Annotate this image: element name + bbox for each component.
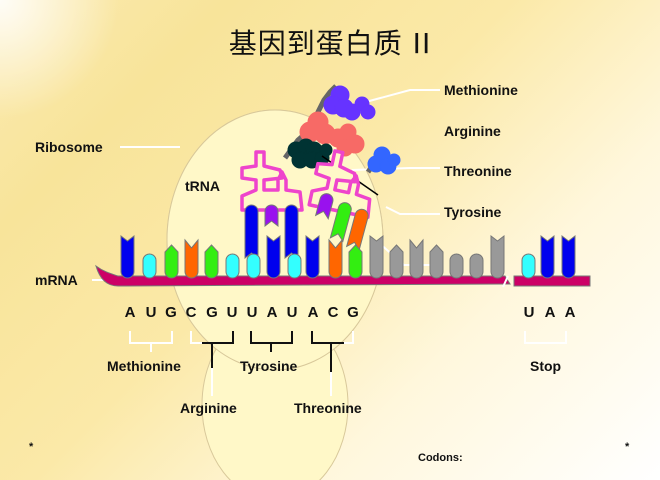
codon-letter: U [227, 304, 238, 321]
mrna-base-unread [469, 253, 484, 279]
anticodon-bases [244, 193, 369, 260]
mrna-strand-left [95, 264, 511, 287]
anticodon-base [329, 202, 352, 243]
mrna-stop-base-a [540, 234, 555, 279]
codon-letter: C [328, 304, 339, 321]
bracket-threonine [311, 331, 344, 344]
slide-title: 基因到蛋白质 II [228, 27, 432, 60]
codon-brackets [129, 331, 567, 396]
mrna-base-u [287, 253, 302, 279]
codon-threonine-label: Threonine [294, 400, 362, 416]
methionine-molecule [323, 85, 376, 121]
threonine-label: Threonine [444, 163, 512, 179]
methionine-leader [361, 89, 440, 104]
anticodon-base [244, 204, 259, 260]
codon-letter: C [186, 304, 197, 321]
mrna-stop-base-u [521, 253, 536, 279]
threonine-molecule [367, 146, 401, 175]
tyrosine-molecule [287, 138, 333, 169]
mrna-base-g [348, 244, 363, 279]
mrna-base-u [225, 253, 240, 279]
background-glow [0, 0, 120, 120]
mrna-base-unread [389, 244, 404, 279]
codon-letter: U [287, 304, 298, 321]
mrna-base-g [164, 244, 179, 279]
mrna-base-unread [369, 234, 384, 279]
trna-label: tRNA [185, 178, 220, 194]
codon-letter: G [206, 304, 218, 321]
stop-codon-letter: A [545, 304, 556, 321]
codon-letter: A [125, 304, 136, 321]
ribosome-label: Ribosome [35, 139, 103, 155]
codon-letter: G [347, 304, 359, 321]
arginine-molecule [299, 111, 365, 157]
threonine-leader [385, 206, 440, 215]
stop-codon-letter: U [524, 304, 535, 321]
bracket-methionine [129, 331, 173, 344]
mrna-base-a [120, 234, 135, 279]
arginine-label: Arginine [444, 123, 501, 139]
mrna-base-unread [429, 244, 444, 279]
mrna-bases [120, 234, 576, 279]
bracket-stop [524, 331, 567, 344]
mrna-base-u [246, 253, 261, 279]
codons-caption: Codons: [418, 452, 463, 464]
mrna-base-unread [449, 253, 464, 279]
anticodon-base [264, 204, 279, 228]
mrna-base-c [184, 238, 199, 279]
mrna-break [502, 275, 509, 288]
mrna-base-unread [490, 234, 505, 279]
mrna-base-g [204, 244, 219, 279]
anticodon-base [314, 193, 334, 220]
footnote-mark-left: * [29, 441, 34, 453]
mrna-base-a [305, 234, 320, 279]
codon-letter: A [267, 304, 278, 321]
mrna-base-a [266, 234, 281, 279]
mrna-base-u [142, 253, 157, 279]
tyrosine-leader [377, 241, 440, 266]
codon-tyrosine-label: Tyrosine [240, 358, 298, 374]
tyrosine-label: Tyrosine [444, 204, 502, 220]
codon-stop-label: Stop [530, 358, 561, 374]
codon-letter: A [308, 304, 319, 321]
codon-letter: U [247, 304, 258, 321]
methionine-label: Methionine [444, 82, 518, 98]
trna-1 [240, 150, 304, 212]
stop-codon-letter: A [565, 304, 576, 321]
codon-letter: G [165, 304, 177, 321]
mrna-stop-base-a [561, 234, 576, 279]
codon-letter: U [146, 304, 157, 321]
mrna-base-unread [409, 238, 424, 279]
codon-methionine-label: Methionine [107, 358, 181, 374]
mrna-label: mRNA [35, 272, 78, 288]
codon-arginine-label: Arginine [180, 400, 237, 416]
anticodon-base [284, 204, 299, 260]
footnote-mark-right: * [625, 441, 630, 453]
mrna-base-c [328, 238, 343, 279]
